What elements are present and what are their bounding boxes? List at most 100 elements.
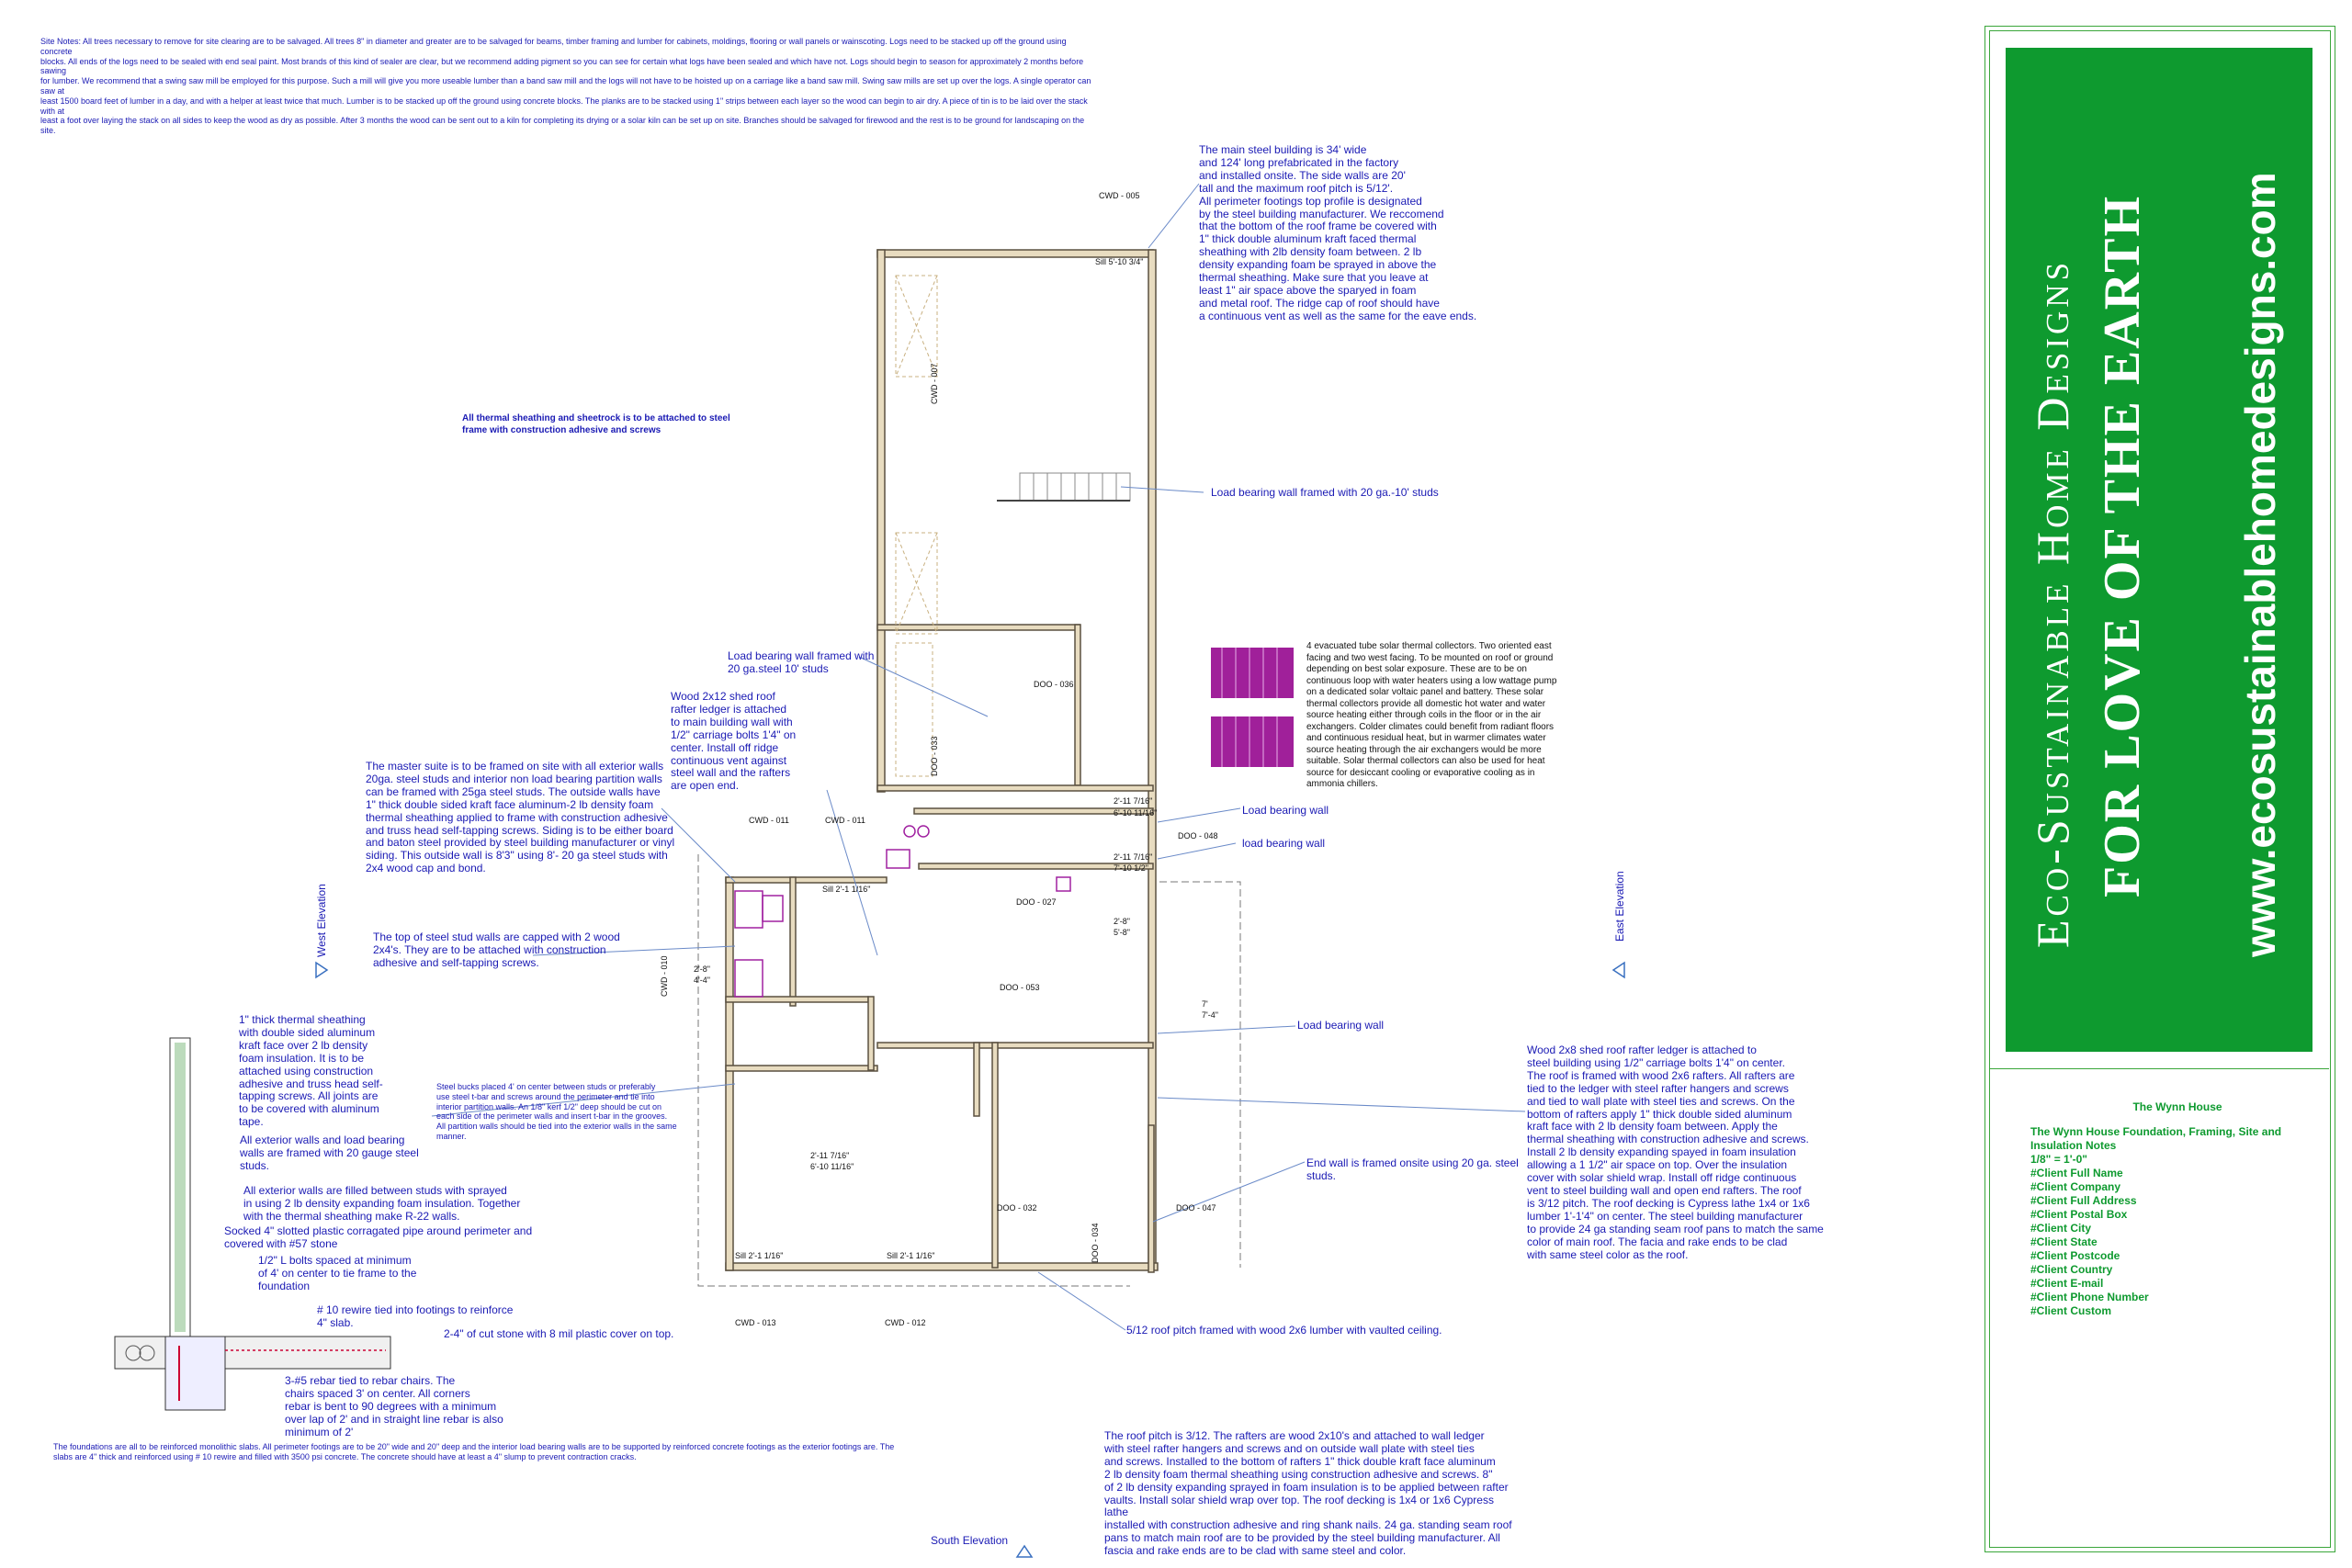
tag-cwd007: CWD - 007 xyxy=(930,363,939,404)
client-company: #Client Company xyxy=(2030,1180,2121,1193)
tag-doo053: DOO - 053 xyxy=(1000,983,1040,992)
tag-cwd012: CWD - 012 xyxy=(885,1318,926,1327)
elevation-markers xyxy=(315,961,1625,1558)
note-slotted-pipe: Socked 4" slotted plastic corragated pip… xyxy=(224,1224,533,1250)
note-master-suite: The master suite is to be framed on site… xyxy=(366,760,675,875)
tag-doo048: DOO - 048 xyxy=(1178,831,1218,840)
client-email: #Client E-mail xyxy=(2030,1277,2104,1290)
note-end-wall: End wall is framed onsite using 20 ga. s… xyxy=(1306,1156,1519,1182)
client-postal-box: #Client Postal Box xyxy=(2030,1208,2128,1221)
wall-entry xyxy=(973,1042,980,1117)
client-postcode: #Client Postcode xyxy=(2030,1249,2120,1262)
wall-hall xyxy=(913,807,1154,815)
floor-plan-drawing xyxy=(114,183,1625,1558)
note-load-bearing-1: Load bearing wall xyxy=(1242,804,1329,817)
wall-north xyxy=(876,249,1154,258)
wall-east-main xyxy=(1148,249,1157,1270)
south-elevation-label: South Elevation xyxy=(931,1534,1009,1547)
solar-panel-1 xyxy=(1211,648,1294,698)
tag-sill4: Sill 2'-1 1/16" xyxy=(887,1251,935,1260)
note-roof-512: 5/12 roof pitch framed with wood 2x6 lum… xyxy=(1126,1324,1442,1337)
brand-url: www.ecosustainablehomedesigns.com xyxy=(2236,172,2284,957)
wall-south xyxy=(725,1262,1159,1271)
note-load-bearing-2: load bearing wall xyxy=(1242,837,1326,850)
porch-outline xyxy=(697,854,1241,1287)
wall-master-3 xyxy=(725,1065,878,1072)
wall-mid xyxy=(876,1042,1154,1049)
west-elevation-label: West Elevation xyxy=(315,884,328,957)
tag-doo047: DOO - 047 xyxy=(1176,1203,1216,1213)
tag-cwd010: CWD - 010 xyxy=(660,955,669,997)
tag-cwd013: CWD - 013 xyxy=(735,1318,776,1327)
note-thermal-sheathing: All thermal sheathing and sheetrock is t… xyxy=(462,413,730,435)
solar-panel-2 xyxy=(1211,716,1294,767)
dim-b: 6'-10 11/16" xyxy=(1114,808,1158,818)
wall-center xyxy=(991,1042,999,1269)
brand-name: Eco-Sustainable Home Designs xyxy=(2027,258,2078,948)
dim-k: 2'-11 7/16" xyxy=(810,1151,850,1160)
wall-section-detail xyxy=(114,1037,391,1411)
tag-doo036: DOO - 036 xyxy=(1034,680,1074,689)
note-load-bearing-20ga: Load bearing wall framed with 20 ga.-10'… xyxy=(1211,486,1439,499)
note-steel-bucks: Steel bucks placed 4' on center between … xyxy=(436,1082,677,1141)
dim-a: 2'-11 7/16" xyxy=(1114,796,1153,806)
note-shed-roof-2x12: Wood 2x12 shed roof rafter ledger is att… xyxy=(671,690,797,793)
note-load-bearing-steel: Load bearing wall framed with 20 ga.stee… xyxy=(728,649,875,675)
dim-h: 7'-4" xyxy=(1202,1010,1218,1020)
bath-fixtures xyxy=(734,825,1071,998)
dim-e: 2'-8" xyxy=(1114,917,1130,926)
tag-sill3: Sill 2'-1 1/16" xyxy=(735,1251,784,1260)
tag-cwd011a: CWD - 011 xyxy=(749,816,789,825)
solar-collectors xyxy=(1211,648,1294,767)
wall-kitchen-north xyxy=(876,784,1154,792)
wall-interior-load xyxy=(1074,624,1081,786)
note-thermal-thick: 1" thick thermal sheathing with double s… xyxy=(239,1013,383,1129)
project-title: The Wynn House xyxy=(2132,1100,2222,1113)
site-notes: Site Notes: All trees necessary to remov… xyxy=(40,37,1091,136)
tag-cwd005: CWD - 005 xyxy=(1099,191,1140,200)
client-country: #Client Country xyxy=(2030,1263,2113,1276)
client-custom: #Client Custom xyxy=(2030,1304,2112,1317)
wall-hall-2 xyxy=(918,863,1154,870)
title-block-info: The Wynn House The Wynn House Foundation… xyxy=(2030,1100,2324,1318)
wall-porch-e xyxy=(1148,1124,1155,1273)
dim-d: 7'-10 1/2" xyxy=(1114,863,1148,873)
note-rebar: 3-#5 rebar tied to rebar chairs. The cha… xyxy=(285,1374,503,1438)
sheet-scale: 1/8" = 1'-0" xyxy=(2030,1153,2087,1166)
note-l-bolts: 1/2" L bolts spaced at minimum of 4' on … xyxy=(258,1254,417,1292)
wall-interior-storage xyxy=(876,624,1080,631)
wall-west-master xyxy=(725,876,734,1271)
dim-i: 2'-8" xyxy=(694,964,710,974)
client-state: #Client State xyxy=(2030,1235,2098,1248)
note-top-steel: The top of steel stud walls are capped w… xyxy=(373,931,620,969)
note-foundations: The foundations are all to be reinforced… xyxy=(53,1442,895,1461)
wall-master-4 xyxy=(867,996,875,1071)
tag-sill1: Sill 5'-10 3/4" xyxy=(1095,257,1144,266)
sheet-title: The Wynn House Foundation, Framing, Site… xyxy=(2030,1125,2282,1152)
note-roof-312: The roof pitch is 3/12. The rafters are … xyxy=(1104,1429,1512,1558)
note-filled-between: All exterior walls are filled between st… xyxy=(243,1184,521,1223)
note-main-building: The main steel building is 34' wide and … xyxy=(1199,143,1477,322)
tag-sill2: Sill 2'-1 1/16" xyxy=(822,885,871,894)
note-exterior-walls: All exterior walls and load bearing wall… xyxy=(240,1134,419,1172)
client-full-address: #Client Full Address xyxy=(2030,1194,2137,1207)
title-block-inner-border xyxy=(1989,30,2331,1548)
wall-master-1 xyxy=(789,876,797,1007)
note-load-bearing-3: Load bearing wall xyxy=(1297,1019,1385,1032)
dim-g: 7' xyxy=(1202,999,1208,1009)
note-rewire: # 10 rewire tied into footings to reinfo… xyxy=(317,1303,514,1329)
client-city: #Client City xyxy=(2030,1222,2092,1235)
wall-west-main xyxy=(876,249,886,793)
dim-j: 4'-4" xyxy=(694,976,710,985)
brand-tagline: FOR LOVE OF THE EARTH xyxy=(2094,194,2151,897)
leader-lines xyxy=(431,183,1526,1331)
note-solar-collectors: 4 evacuated tube solar thermal collector… xyxy=(1306,641,1557,789)
note-cut-stone: 2-4" of cut stone with 8 mil plastic cov… xyxy=(444,1327,674,1340)
stairs xyxy=(997,472,1131,502)
title-block-divider xyxy=(1989,1068,2329,1069)
tag-cwd011b: CWD - 011 xyxy=(825,816,865,825)
title-block-border xyxy=(1984,26,2335,1552)
title-block-brand-panel: Eco-Sustainable Home Designs FOR LOVE OF… xyxy=(2006,48,2312,1052)
client-phone: #Client Phone Number xyxy=(2030,1291,2149,1303)
plan-walls xyxy=(725,249,1159,1273)
